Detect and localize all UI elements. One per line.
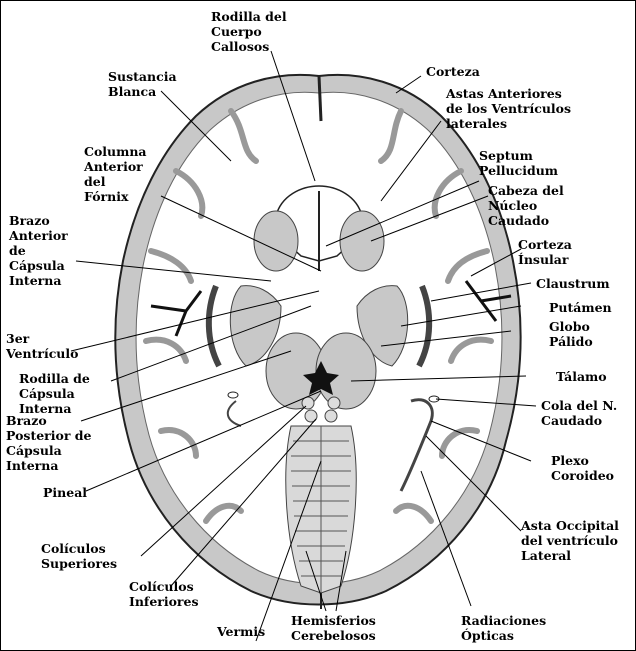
label-cabeza-caudado: Cabeza del Núcleo Caudado bbox=[488, 183, 564, 228]
label-coliculos-inferiores: Colículos Inferiores bbox=[129, 579, 199, 609]
label-claustrum: Claustrum bbox=[536, 276, 610, 291]
label-rodilla-capsula: Rodilla de Cápsula Interna bbox=[19, 371, 90, 416]
label-corteza: Corteza bbox=[426, 64, 480, 79]
colliculus-2 bbox=[328, 397, 340, 409]
choroid-left bbox=[228, 392, 238, 398]
label-rodilla-cuerpo-calloso: Rodilla del Cuerpo Callosos bbox=[211, 9, 287, 54]
label-coliculos-superiores: Colículos Superiores bbox=[41, 541, 117, 571]
label-brazo-posterior: Brazo Posterior de Cápsula Interna bbox=[6, 413, 91, 473]
caudate-right bbox=[340, 211, 384, 271]
label-hemisferios-cerebelosos: Hemisferios Cerebelosos bbox=[291, 613, 376, 643]
caudate-left bbox=[254, 211, 298, 271]
label-brazo-anterior: Brazo Anterior de Cápsula Interna bbox=[9, 213, 68, 288]
leader-corteza bbox=[396, 76, 421, 93]
label-pineal: Pineal bbox=[43, 485, 87, 500]
colliculus-4 bbox=[325, 410, 337, 422]
label-tercer-ventriculo: 3er Ventrículo bbox=[6, 331, 79, 361]
label-astas-anteriores: Astas Anteriores de los Ventrículos late… bbox=[446, 86, 571, 131]
label-putamen: Putámen bbox=[549, 300, 612, 315]
label-septum: Septum Pellucidum bbox=[479, 148, 558, 178]
label-talamo: Tálamo bbox=[556, 369, 607, 384]
frontal-fissure bbox=[319, 76, 321, 121]
label-corteza-insular: Corteza Ínsular bbox=[518, 237, 572, 267]
label-vermis: Vermis bbox=[217, 624, 265, 639]
label-columna-fornix: Columna Anterior del Fórnix bbox=[84, 144, 147, 204]
label-globo-palido: Globo Pálido bbox=[549, 319, 593, 349]
label-radiaciones-opticas: Radiaciones Ópticas bbox=[461, 613, 546, 643]
label-sustancia-blanca: Sustancia Blanca bbox=[108, 69, 177, 99]
label-asta-occipital: Asta Occipital del ventrículo Lateral bbox=[521, 518, 619, 563]
label-cola-caudado: Cola del N. Caudado bbox=[541, 398, 617, 428]
label-plexo-coroideo: Plexo Coroideo bbox=[551, 453, 614, 483]
